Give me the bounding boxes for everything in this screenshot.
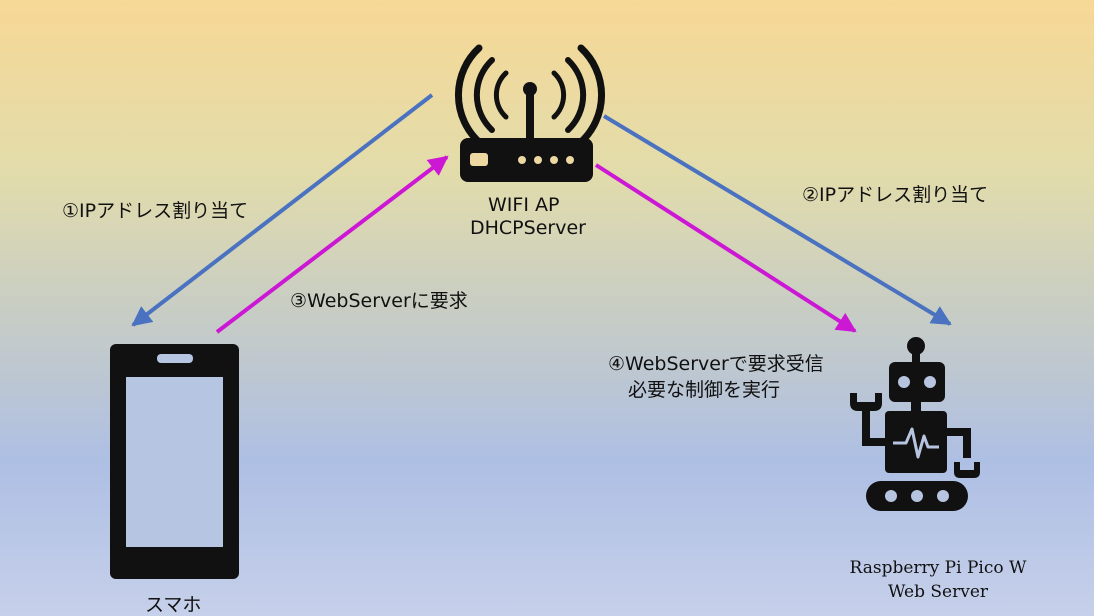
step1-label: ①IPアドレス割り当て [62, 200, 249, 222]
pico-label-line1: Raspberry Pi Pico W [849, 558, 1027, 578]
phone-label: スマホ [145, 594, 202, 616]
step4-label-line1: ④WebServerで要求受信 [608, 353, 824, 375]
step4-label-line2: 必要な制御を実行 [628, 379, 781, 401]
arrow-request-to-pico [594, 163, 857, 333]
router-label-line1: WIFI AP [488, 194, 560, 216]
step2-label: ②IPアドレス割り当て [802, 184, 989, 206]
step3-label: ③WebServerに要求 [290, 290, 468, 312]
arrow-ip-assign-to-phone [131, 93, 434, 327]
robot-icon [850, 337, 980, 511]
arrow-request-to-router [215, 155, 449, 334]
smartphone-icon [110, 344, 239, 579]
router-icon [454, 44, 606, 182]
arrow-ip-assign-to-pico [602, 114, 952, 326]
router-label-line2: DHCPServer [470, 217, 586, 239]
pico-label-line2: Web Server [887, 582, 989, 602]
